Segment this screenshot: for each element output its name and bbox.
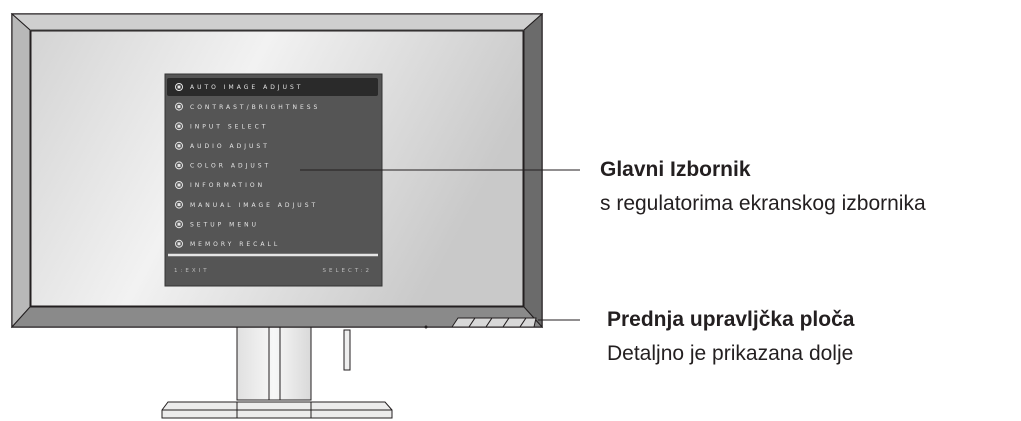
osd-menu-item-label: MANUAL IMAGE ADJUST [190, 202, 318, 209]
osd-footer-exit: 1:EXIT [174, 268, 210, 274]
callout-control-panel: Prednja upravljčka ploča Detaljno je pri… [607, 306, 854, 369]
osd-menu-item[interactable]: INPUT SELECT [175, 122, 269, 131]
callout-main-menu: Glavni Izbornik s regulatorima ekranskog… [600, 156, 926, 219]
audio-icon [175, 141, 183, 150]
power-button[interactable] [519, 317, 537, 328]
front-control-panel [424, 317, 537, 329]
manual-adjust-icon [175, 200, 183, 209]
callout-main-menu-subtitle: s regulatorima ekranskog izbornika [600, 192, 926, 215]
osd-selected-highlight [167, 78, 378, 96]
osd-menu-item[interactable]: COLOR ADJUST [175, 161, 272, 170]
power-indicator-led [424, 325, 428, 329]
osd-menu-item-label: INFORMATION [190, 182, 265, 189]
osd-menu-item-label: AUTO IMAGE ADJUST [190, 84, 303, 91]
contrast-brightness-icon [175, 102, 183, 111]
osd-menu: AUTO IMAGE ADJUST CONTRAST/BRIGHTNESS INPU… [164, 73, 383, 287]
color-adjust-icon [175, 161, 183, 170]
osd-footer-select: SELECT:2 [323, 268, 372, 274]
osd-menu-item[interactable]: MEMORY RECALL [175, 239, 281, 248]
osd-menu-item-label: AUDIO ADJUST [190, 143, 270, 150]
osd-menu-item[interactable]: MANUAL IMAGE ADJUST [175, 200, 319, 209]
osd-menu-item-label: INPUT SELECT [190, 123, 268, 130]
input-select-icon [175, 122, 183, 131]
osd-menu-item[interactable]: AUDIO ADJUST [175, 141, 270, 150]
monitor-stand [161, 324, 393, 419]
osd-menu-item-label: COLOR ADJUST [190, 163, 271, 170]
information-icon [175, 181, 183, 189]
osd-menu-item[interactable]: AUTO IMAGE ADJUST [175, 83, 304, 92]
osd-menu-item[interactable]: SETUP MENU [175, 220, 260, 229]
setup-icon [175, 220, 183, 229]
osd-menu-item-label: SETUP MENU [190, 221, 259, 228]
osd-menu-item[interactable]: INFORMATION [175, 181, 266, 190]
osd-menu-item-label: MEMORY RECALL [190, 241, 280, 248]
callout-control-panel-subtitle: Detaljno je prikazana dolje [607, 342, 854, 365]
osd-menu-item-label: CONTRAST/BRIGHTNESS [190, 104, 320, 111]
auto-adjust-icon [175, 83, 183, 91]
callout-main-menu-title: Glavni Izbornik [600, 158, 751, 181]
osd-menu-item[interactable]: CONTRAST/BRIGHTNESS [175, 102, 321, 111]
memory-recall-icon [175, 239, 183, 248]
callout-control-panel-title: Prednja upravljčka ploča [607, 308, 855, 331]
